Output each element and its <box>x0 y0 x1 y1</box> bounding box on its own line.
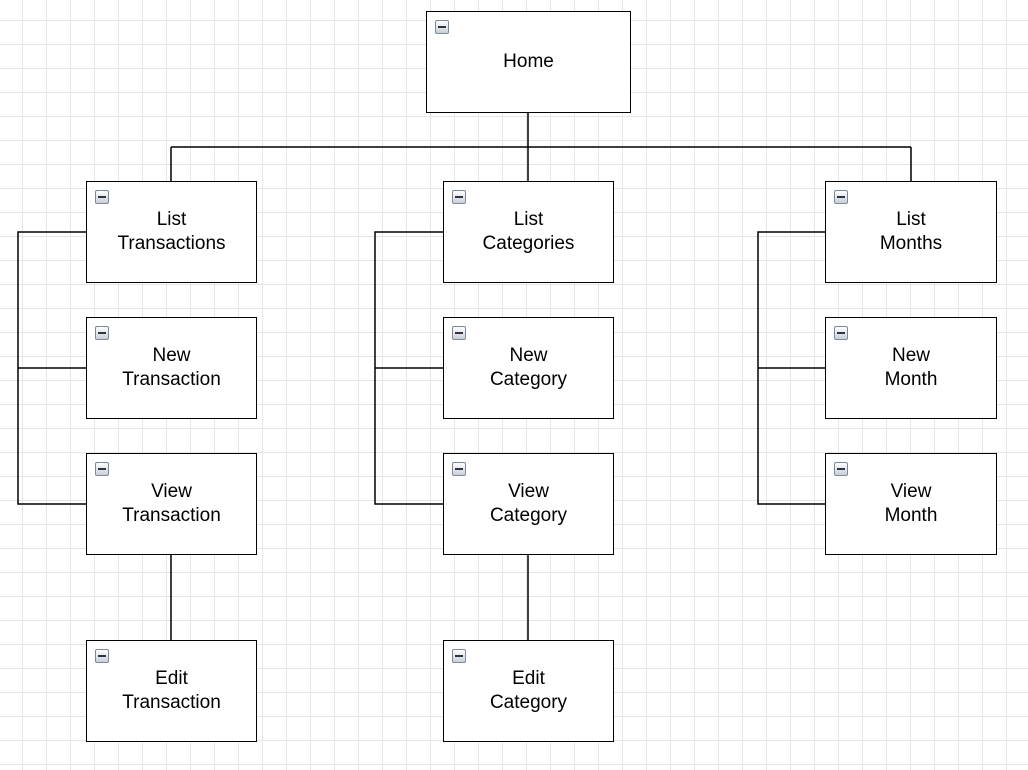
node-label: Edit Category <box>489 668 568 713</box>
connector-transactions-branch <box>17 231 86 505</box>
node-label: Edit Transaction <box>122 668 221 713</box>
node-new-month[interactable]: New Month <box>825 317 997 419</box>
node-home[interactable]: Home <box>426 11 631 113</box>
node-label: List Months <box>879 209 943 254</box>
collapse-minus-icon[interactable] <box>95 462 109 476</box>
node-list-categories[interactable]: List Categories <box>443 181 614 283</box>
node-label: View Month <box>884 481 938 526</box>
node-label: New Transaction <box>122 345 221 390</box>
node-label: New Category <box>489 345 568 390</box>
node-list-months[interactable]: List Months <box>825 181 997 283</box>
collapse-minus-icon[interactable] <box>95 190 109 204</box>
collapse-minus-icon[interactable] <box>95 649 109 663</box>
node-label: New Month <box>884 345 938 390</box>
node-view-transaction[interactable]: View Transaction <box>86 453 257 555</box>
collapse-minus-icon[interactable] <box>452 462 466 476</box>
collapse-minus-icon[interactable] <box>452 649 466 663</box>
collapse-minus-icon[interactable] <box>95 326 109 340</box>
node-label: List Categories <box>482 209 575 254</box>
connector-categories-branch <box>374 231 443 505</box>
node-label: List Transactions <box>117 209 226 254</box>
collapse-minus-icon[interactable] <box>834 462 848 476</box>
connector-months-branch <box>757 231 825 505</box>
node-new-transaction[interactable]: New Transaction <box>86 317 257 419</box>
node-list-transactions[interactable]: List Transactions <box>86 181 257 283</box>
collapse-minus-icon[interactable] <box>435 20 449 34</box>
node-edit-category[interactable]: Edit Category <box>443 640 614 742</box>
collapse-minus-icon[interactable] <box>834 326 848 340</box>
node-label: Home <box>503 51 554 72</box>
node-label: View Category <box>489 481 568 526</box>
node-view-category[interactable]: View Category <box>443 453 614 555</box>
collapse-minus-icon[interactable] <box>834 190 848 204</box>
collapse-minus-icon[interactable] <box>452 190 466 204</box>
collapse-minus-icon[interactable] <box>452 326 466 340</box>
node-new-category[interactable]: New Category <box>443 317 614 419</box>
node-label: View Transaction <box>122 481 221 526</box>
node-view-month[interactable]: View Month <box>825 453 997 555</box>
connector-home-to-level1 <box>170 112 912 181</box>
node-edit-transaction[interactable]: Edit Transaction <box>86 640 257 742</box>
